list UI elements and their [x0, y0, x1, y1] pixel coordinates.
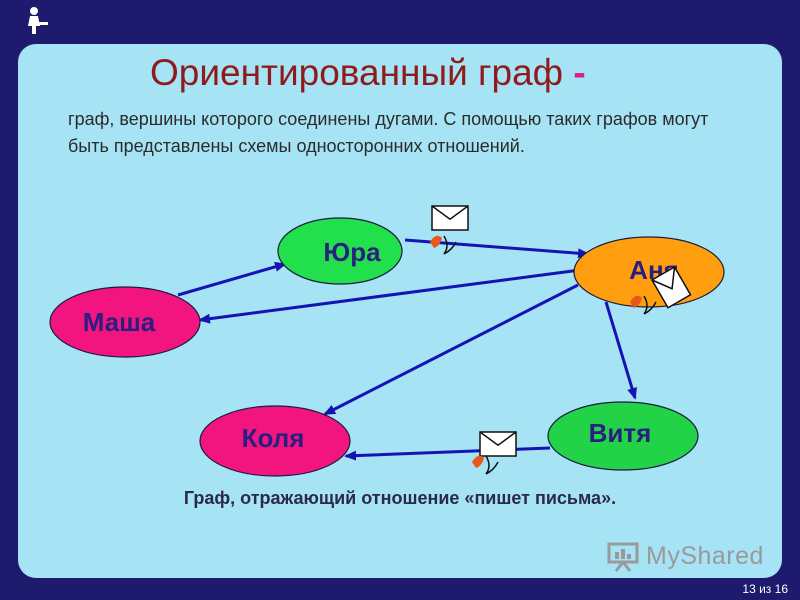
edge-anya-to-vitya [604, 301, 637, 400]
graph-caption: Граф, отражающий отношение «пишет письма… [183, 488, 617, 508]
slide-title-text: Ориентированный граф [150, 52, 564, 93]
node-masha-label: Маша [83, 307, 156, 337]
envelope-icon [479, 431, 517, 457]
edge-vitya-to-kolya [344, 446, 551, 461]
node-vitya-shape [547, 401, 699, 471]
watermark: MyShared [606, 536, 764, 576]
node-yura-shape [277, 217, 403, 285]
node-vitya: Витя [547, 401, 699, 471]
node-vitya-label: Витя [589, 418, 652, 448]
node-kolya-label: Коля [242, 423, 305, 453]
slide-description: граф, вершины которого соединены дугами.… [68, 109, 709, 156]
node-yura-label: Юра [323, 237, 381, 267]
edge-masha-to-yura [177, 261, 287, 297]
slide-title: Ориентированный граф - [150, 52, 586, 94]
presentation-board-icon [607, 542, 639, 572]
quill-pen-icon [430, 235, 457, 255]
node-kolya: Коля [199, 405, 351, 477]
watermark-text: MyShared [646, 541, 764, 570]
edge-anya-to-kolya [323, 283, 579, 416]
quill-pen-icon [472, 455, 499, 475]
envelope-icon [431, 205, 469, 231]
node-anya: Аня [573, 236, 725, 308]
edge-anya-to-masha [198, 268, 581, 324]
node-kolya-shape [199, 405, 351, 477]
presenter-logo-icon [28, 7, 48, 34]
quill-pen-icon [630, 295, 657, 315]
title-dash: - [573, 52, 586, 93]
node-masha-shape [49, 286, 201, 358]
envelope-icon [650, 265, 692, 309]
page-number: 13 из 16 [742, 582, 788, 596]
node-yura: Юра [277, 217, 403, 285]
node-masha: Маша [49, 286, 201, 358]
